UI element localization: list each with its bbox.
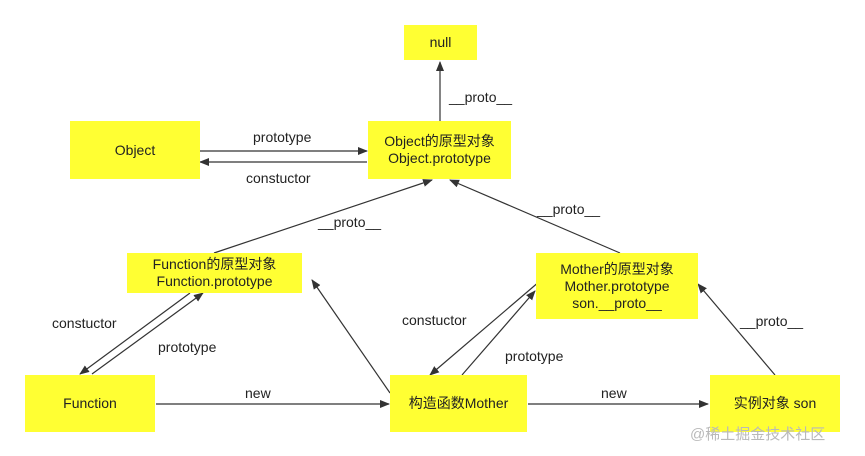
label-function-constructor: constuctor	[52, 315, 117, 331]
node-function-label: Function	[63, 395, 117, 411]
node-son-instance-label: 实例对象 son	[733, 395, 817, 411]
edge-function-prototype	[91, 292, 204, 375]
label-funcproto-objproto: __proto__	[318, 214, 382, 230]
label-mother-constructor: constuctor	[402, 312, 467, 328]
node-son-instance: 实例对象 son	[710, 375, 840, 432]
edge-motherproto-objproto	[449, 179, 621, 254]
node-function: Function	[25, 375, 155, 432]
label-function-new: new	[245, 385, 271, 401]
node-mother-prototype-line-3: son.__proto__	[572, 294, 662, 311]
node-null-label: null	[429, 34, 452, 50]
label-mother-new: new	[601, 385, 627, 401]
label-objproto-null: __proto__	[449, 89, 513, 105]
node-object-prototype-line-1: Object的原型对象	[384, 133, 495, 149]
watermark: @稀土掘金技术社区	[690, 426, 826, 443]
node-mother-prototype-line-1: Mother的原型对象	[560, 260, 674, 277]
label-mother-prototype: prototype	[505, 348, 564, 364]
label-function-prototype: prototype	[158, 339, 217, 355]
label-motherproto-objproto: __proto__	[537, 201, 601, 217]
edge-mother-funcproto	[311, 279, 391, 394]
label-son-proto: __proto__	[740, 313, 804, 329]
edge-mother-prototype	[461, 290, 536, 376]
label-object-prototype: prototype	[253, 129, 312, 145]
node-function-prototype-line-2: Function.prototype	[156, 273, 273, 289]
label-object-constructor: constuctor	[246, 170, 311, 186]
node-mother-constructor-label: 构造函数Mother	[408, 395, 509, 411]
node-object-prototype-line-2: Object.prototype	[388, 150, 491, 166]
edge-function-constructor	[79, 292, 191, 375]
edge-funcproto-objproto	[213, 179, 433, 254]
node-mother-prototype: Mother的原型对象 Mother.prototype son.__proto…	[536, 253, 698, 319]
node-mother-constructor: 构造函数Mother	[390, 375, 527, 432]
edge-mother-constructor	[429, 280, 541, 376]
node-object: Object	[70, 121, 200, 179]
node-function-prototype: Function的原型对象 Function.prototype	[127, 253, 302, 293]
node-object-prototype: Object的原型对象 Object.prototype	[368, 121, 511, 179]
node-function-prototype-line-1: Function的原型对象	[152, 256, 277, 272]
node-null: null	[404, 25, 477, 60]
node-object-label: Object	[114, 141, 156, 158]
node-mother-prototype-line-2: Mother.prototype	[564, 277, 670, 294]
edge-son-proto	[697, 283, 776, 376]
